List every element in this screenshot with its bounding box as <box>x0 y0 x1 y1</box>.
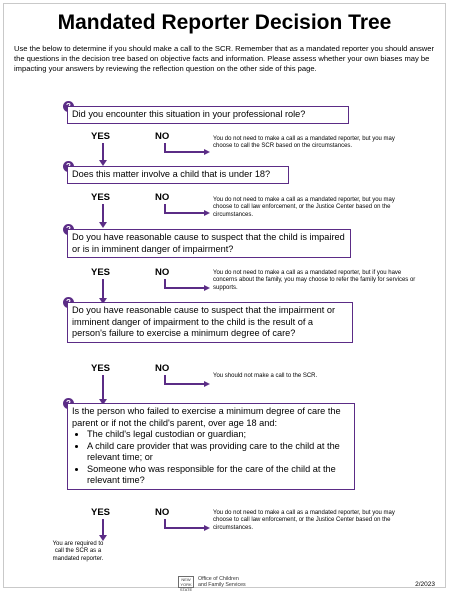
yes-arrow-head-1 <box>99 160 107 166</box>
no-label-1: NO <box>155 131 170 142</box>
yes-label-4: YES <box>91 363 111 374</box>
nys-logo-icon: NEW YORK STATE <box>178 576 194 592</box>
question-text-2: Does this matter involve a child that is… <box>72 169 271 179</box>
no-arrow-hline-5 <box>164 527 204 529</box>
yes-arrow-head-5 <box>99 535 107 541</box>
ocfs-logo: NEW YORK STATE Office of Children and Fa… <box>178 576 288 592</box>
question-5-bullets: The child's legal custodian or guardian;… <box>72 429 350 487</box>
question-box-4: Do you have reasonable cause to suspect … <box>67 302 353 343</box>
no-label-5: NO <box>155 507 170 518</box>
question-box-3: Do you have reasonable cause to suspect … <box>67 229 351 258</box>
no-label-3: NO <box>155 267 170 278</box>
no-arrow-hline-1 <box>164 151 204 153</box>
question-text-5: Is the person who failed to exercise a m… <box>72 406 341 428</box>
no-label-4: NO <box>155 363 170 374</box>
yes-arrow-line-1 <box>102 143 104 161</box>
yes-arrow-head-2 <box>99 222 107 228</box>
yes-arrow-head-3 <box>99 298 107 304</box>
no-arrow-head-5 <box>204 525 210 531</box>
no-label-2: NO <box>155 192 170 203</box>
no-arrow-line-3 <box>164 279 166 288</box>
question-text-1: Did you encounter this situation in your… <box>72 109 306 119</box>
no-arrow-line-4 <box>164 375 166 384</box>
no-arrow-head-3 <box>204 285 210 291</box>
logo-text: Office of Children and Family Services <box>198 576 246 588</box>
question-box-5: Is the person who failed to exercise a m… <box>67 403 355 490</box>
page-title: Mandated Reporter Decision Tree <box>57 11 392 34</box>
bullet-item: A child care provider that was providing… <box>87 441 350 464</box>
yes-arrow-line-2 <box>102 204 104 223</box>
no-note-1: You do not need to make a call as a mand… <box>213 136 395 150</box>
question-box-1: Did you encounter this situation in your… <box>67 106 349 124</box>
final-note: You are required to call the SCR as a ma… <box>52 541 104 562</box>
no-arrow-head-1 <box>204 149 210 155</box>
no-arrow-line-2 <box>164 204 166 213</box>
yes-arrow-line-5 <box>102 519 104 536</box>
no-note-5: You do not need to make a call as a mand… <box>213 510 395 531</box>
no-arrow-head-4 <box>204 381 210 387</box>
yes-arrow-line-3 <box>102 279 104 299</box>
no-note-3: You do not need to make a call as a mand… <box>213 270 416 291</box>
no-arrow-head-2 <box>204 210 210 216</box>
no-arrow-line-5 <box>164 519 166 528</box>
yes-arrow-head-4 <box>99 399 107 405</box>
question-text-3: Do you have reasonable cause to suspect … <box>72 232 345 254</box>
no-arrow-line-1 <box>164 143 166 152</box>
no-note-2: You do not need to make a call as a mand… <box>213 197 395 218</box>
question-box-2: Does this matter involve a child that is… <box>67 166 289 184</box>
bullet-item: Someone who was responsible for the care… <box>87 464 350 487</box>
no-arrow-hline-4 <box>164 383 204 385</box>
question-text-4: Do you have reasonable cause to suspect … <box>72 305 336 338</box>
intro-text: Use the below to determine if you should… <box>14 44 434 73</box>
yes-label-5: YES <box>91 507 111 518</box>
document-date: 2/2023 <box>415 581 435 588</box>
logo-line-2: and Family Services <box>198 582 246 588</box>
no-note-4: You should not make a call to the SCR. <box>213 373 318 379</box>
no-arrow-hline-3 <box>164 287 204 289</box>
bullet-item: The child's legal custodian or guardian; <box>87 429 350 441</box>
logo-line-1: Office of Children <box>198 576 239 582</box>
yes-arrow-line-4 <box>102 375 104 400</box>
yes-label-2: YES <box>91 192 111 203</box>
yes-label-1: YES <box>91 131 111 142</box>
document-page: Mandated Reporter Decision Tree Use the … <box>3 3 446 592</box>
yes-label-3: YES <box>91 267 111 278</box>
no-arrow-hline-2 <box>164 212 204 214</box>
